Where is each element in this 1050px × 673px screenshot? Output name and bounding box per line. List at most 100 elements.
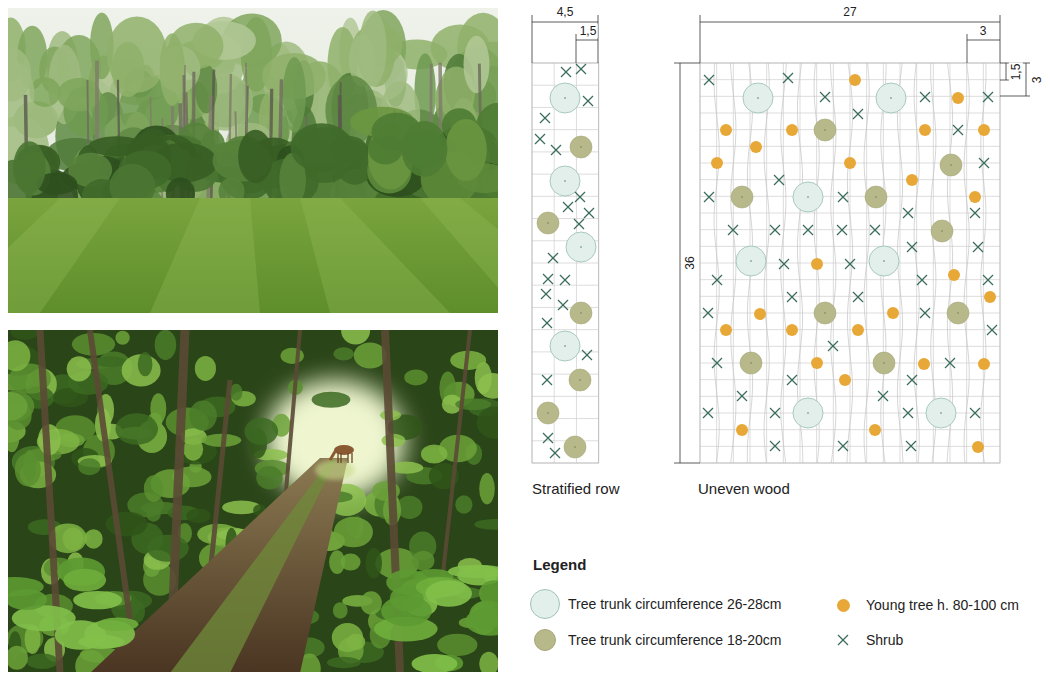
- leaves: [333, 602, 348, 619]
- shrub-symbol: [584, 208, 594, 218]
- tree-medium: [814, 302, 836, 324]
- dimension-line: [532, 15, 533, 63]
- planting-plans: [532, 15, 1030, 463]
- tree-large: [876, 83, 906, 113]
- planting-line: [714, 63, 719, 463]
- legend-heading: Legend: [532, 556, 587, 574]
- shrub-symbol: [787, 292, 797, 302]
- leaves: [23, 450, 36, 481]
- shrub-symbol: [542, 375, 552, 385]
- legend-swatch: [530, 589, 560, 619]
- leaves: [332, 623, 363, 652]
- legend-sample: [530, 589, 560, 619]
- tree-medium: [814, 119, 836, 141]
- shrub-symbol: [828, 341, 838, 351]
- legend-item: Young tree h. 80-100 cm: [828, 590, 1019, 620]
- mowing-stripe: [420, 198, 498, 313]
- leaves: [477, 407, 498, 440]
- shrub-symbol: [774, 175, 784, 185]
- young-tree: [887, 307, 899, 319]
- fern: [8, 589, 47, 610]
- leaves: [115, 331, 129, 345]
- tree-large: [550, 83, 580, 113]
- shrub-symbol: [551, 145, 561, 155]
- forest-photo: [8, 330, 498, 672]
- shrub-symbol: [983, 92, 993, 102]
- shrub-symbol: [703, 308, 713, 318]
- fern: [448, 565, 498, 579]
- legend-item: Tree trunk circumference 18-20cm: [530, 625, 781, 655]
- tree-medium: [865, 186, 887, 208]
- shrub-symbol: [712, 358, 722, 368]
- leaves: [8, 340, 30, 371]
- shrub-symbol: [907, 242, 917, 252]
- legend-swatch: [837, 599, 850, 612]
- fern: [381, 596, 432, 627]
- tree-medium: [570, 302, 592, 324]
- young-tree: [984, 291, 996, 303]
- legend-sample: [828, 590, 858, 620]
- tree-medium: [569, 369, 591, 391]
- shrub-symbol: [770, 441, 780, 451]
- young-tree: [849, 74, 861, 86]
- mowing-stripe: [8, 198, 120, 313]
- dimension-line: [598, 15, 599, 63]
- leaves: [360, 591, 381, 614]
- shrub-symbol: [878, 391, 888, 401]
- tree-medium: [564, 436, 586, 458]
- young-tree: [906, 174, 918, 186]
- leaves: [280, 348, 303, 364]
- shrub-symbol: [870, 225, 880, 235]
- dimension-label: 1,5: [579, 24, 598, 38]
- young-tree: [811, 258, 823, 270]
- shrub-symbol: [953, 125, 963, 135]
- legend-sample: [530, 625, 560, 655]
- tree-medium: [537, 402, 559, 424]
- shrub-symbol: [803, 225, 813, 235]
- tree-large: [550, 166, 580, 196]
- shrub-symbol: [583, 96, 593, 106]
- leaves: [26, 653, 58, 668]
- plan-heading: Stratified row: [526, 480, 620, 498]
- leaves: [312, 392, 351, 408]
- shrub-symbol: [561, 67, 571, 77]
- shrub-symbol: [704, 192, 714, 202]
- shrub-symbol: [543, 274, 553, 284]
- shrub-symbol: [838, 441, 848, 451]
- shrub-symbol: [983, 275, 993, 285]
- dimension-line: [674, 463, 700, 464]
- foliage: [160, 33, 185, 106]
- shrub-symbol: [845, 259, 855, 269]
- leaves: [189, 400, 217, 430]
- leaves: [334, 517, 373, 548]
- meadow-photo: [8, 8, 498, 313]
- sky: [8, 8, 498, 313]
- leaves: [478, 373, 498, 399]
- leaves: [8, 392, 28, 421]
- sunlit-patch: [315, 460, 355, 480]
- tree-large: [793, 182, 823, 212]
- young-tree: [952, 92, 964, 104]
- young-tree: [969, 191, 981, 203]
- planting-line: [964, 63, 969, 463]
- shrub-symbol: [770, 225, 780, 235]
- fern: [469, 600, 498, 629]
- fern: [426, 580, 472, 606]
- shrub-symbol: [838, 192, 848, 202]
- leaves: [94, 356, 126, 367]
- young-tree: [948, 269, 960, 281]
- leaves: [115, 413, 158, 445]
- shrub-symbol: [903, 408, 913, 418]
- tree-large: [743, 83, 773, 113]
- tree-medium: [570, 136, 592, 158]
- shrub-symbol: [535, 134, 545, 144]
- dimension-label: 1,5: [1009, 63, 1023, 82]
- dimension-line: [700, 15, 701, 63]
- leaves: [340, 554, 360, 571]
- young-tree: [852, 324, 864, 336]
- legend-text: Tree trunk circumference 26-28cm: [568, 596, 781, 612]
- bush: [445, 119, 487, 181]
- dimension-line: [967, 40, 1000, 41]
- leaves: [10, 330, 38, 340]
